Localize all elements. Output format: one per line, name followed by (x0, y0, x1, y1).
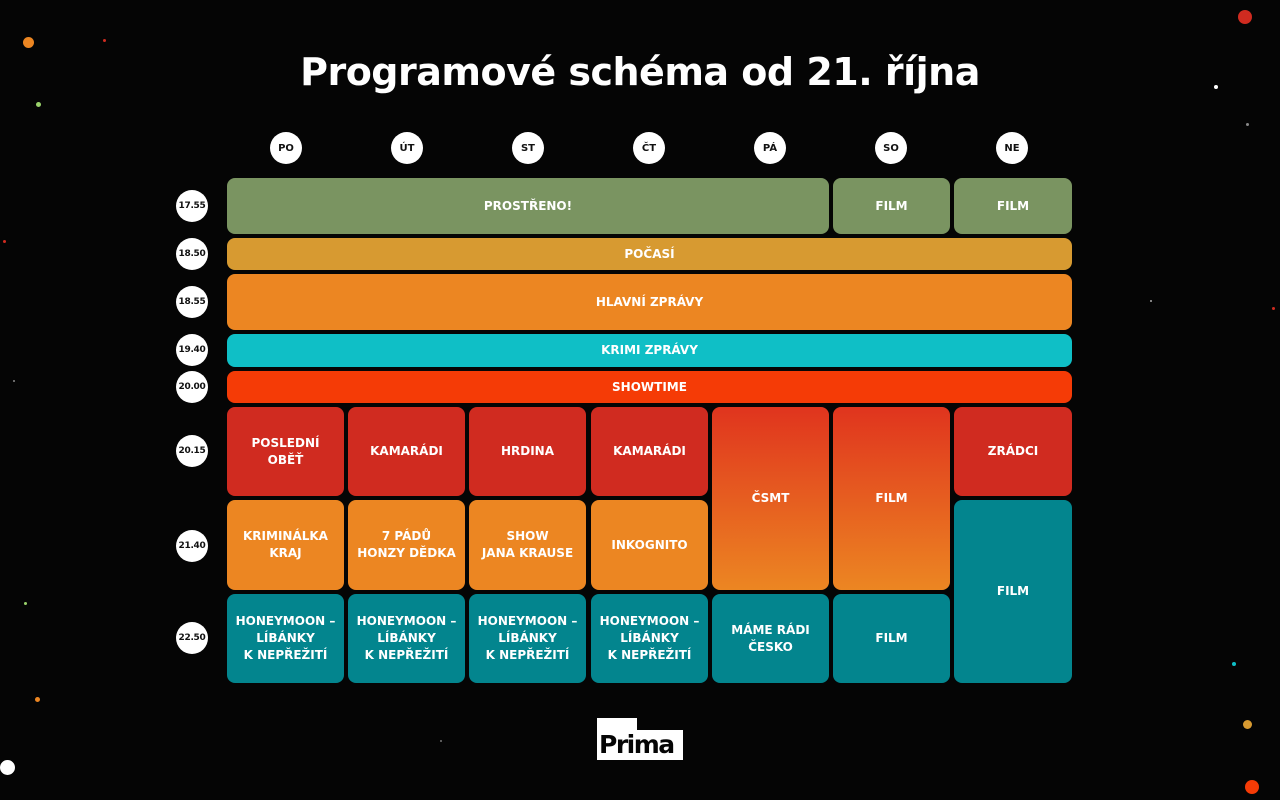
slot-film-so-1755: FILM (833, 178, 950, 234)
decorative-dot (36, 102, 41, 107)
day-header-ct: ČT (633, 132, 665, 164)
slot-film-so-2015: FILM (833, 407, 950, 590)
decorative-dot (23, 37, 34, 48)
time-label-2250: 22.50 (176, 622, 208, 654)
slot-kriminalka-kraj: KRIMINÁLKA KRAJ (227, 500, 344, 590)
slot-honeymoon-ut: HONEYMOON – LÍBÁNKY K NEPŘEŽITÍ (348, 594, 465, 683)
slot-zradci: ZRÁDCI (954, 407, 1072, 496)
prima-logo: Prima (597, 718, 683, 760)
decorative-dot (440, 740, 442, 742)
slot-csmt: ČSMT (712, 407, 829, 590)
decorative-dot (35, 697, 40, 702)
day-header-ne: NE (996, 132, 1028, 164)
decorative-dot (103, 39, 106, 42)
day-header-po: PO (270, 132, 302, 164)
decorative-dot (1238, 10, 1252, 24)
slot-posledni-obet: POSLEDNÍ OBĚŤ (227, 407, 344, 496)
slot-film-so-2250: FILM (833, 594, 950, 683)
decorative-dot (1150, 300, 1152, 302)
day-header-pa: PÁ (754, 132, 786, 164)
slot-hlavni-zpravy: HLAVNÍ ZPRÁVY (227, 274, 1072, 330)
decorative-dot (1243, 720, 1252, 729)
decorative-dot (1245, 780, 1259, 794)
slot-inkognito: INKOGNITO (591, 500, 708, 590)
time-label-2000: 20.00 (176, 371, 208, 403)
slot-show-jana-krause: SHOW JANA KRAUSE (469, 500, 586, 590)
slot-kamaradi-ut: KAMARÁDI (348, 407, 465, 496)
slot-film-ne-1755: FILM (954, 178, 1072, 234)
time-label-1940: 19.40 (176, 334, 208, 366)
slot-7-padu-honzy-dedka: 7 PÁDŮ HONZY DĚDKA (348, 500, 465, 590)
decorative-dot (1232, 662, 1236, 666)
decorative-dot (1246, 123, 1249, 126)
slot-pocasi: POČASÍ (227, 238, 1072, 270)
slot-krimi-zpravy: KRIMI ZPRÁVY (227, 334, 1072, 367)
time-label-2140: 21.40 (176, 530, 208, 562)
page-title: Programové schéma od 21. října (300, 50, 980, 94)
day-header-ut: ÚT (391, 132, 423, 164)
time-label-1850: 18.50 (176, 238, 208, 270)
decorative-dot (1272, 307, 1275, 310)
decorative-dot (24, 602, 27, 605)
slot-film-ne-2140: FILM (954, 500, 1072, 683)
decorative-dot (3, 240, 6, 243)
slot-hrdina: HRDINA (469, 407, 586, 496)
decorative-dot (13, 380, 15, 382)
time-label-2015: 20.15 (176, 435, 208, 467)
slot-mame-radi-cesko: MÁME RÁDI ČESKO (712, 594, 829, 683)
logo-box (597, 718, 637, 760)
day-header-st: ST (512, 132, 544, 164)
day-header-so: SO (875, 132, 907, 164)
decorative-dot (1214, 85, 1218, 89)
time-label-1855: 18.55 (176, 286, 208, 318)
slot-showtime: SHOWTIME (227, 371, 1072, 403)
decorative-dot (0, 760, 15, 775)
slot-kamaradi-ct: KAMARÁDI (591, 407, 708, 496)
slot-honeymoon-ct: HONEYMOON – LÍBÁNKY K NEPŘEŽITÍ (591, 594, 708, 683)
logo-text: Prima (599, 730, 675, 759)
slot-honeymoon-st: HONEYMOON – LÍBÁNKY K NEPŘEŽITÍ (469, 594, 586, 683)
slot-prostreno: PROSTŘENO! (227, 178, 829, 234)
time-label-1755: 17.55 (176, 190, 208, 222)
slot-honeymoon-po: HONEYMOON – LÍBÁNKY K NEPŘEŽITÍ (227, 594, 344, 683)
